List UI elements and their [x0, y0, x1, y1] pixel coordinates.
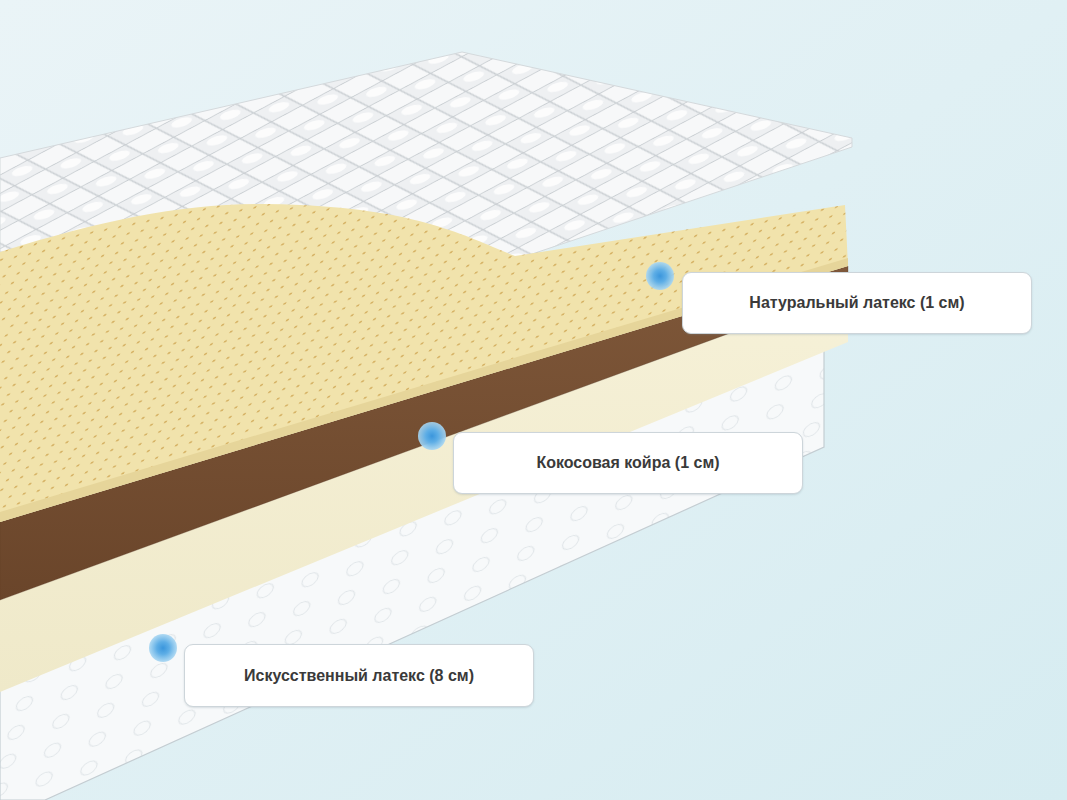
- callout-label: Натуральный латекс (1 см): [749, 294, 964, 312]
- natural-latex-layer: [0, 204, 848, 522]
- callout-box: Кокосовая койра (1 см): [453, 432, 803, 494]
- callout-label: Кокосовая койра (1 см): [536, 454, 719, 472]
- callout-box: Натуральный латекс (1 см): [682, 272, 1032, 334]
- marker-dot: [149, 634, 177, 662]
- marker-dot: [418, 422, 446, 450]
- callout-label: Искусственный латекс (8 см): [244, 667, 474, 685]
- callout-box: Искусственный латекс (8 см): [184, 644, 534, 707]
- marker-dot: [646, 262, 674, 290]
